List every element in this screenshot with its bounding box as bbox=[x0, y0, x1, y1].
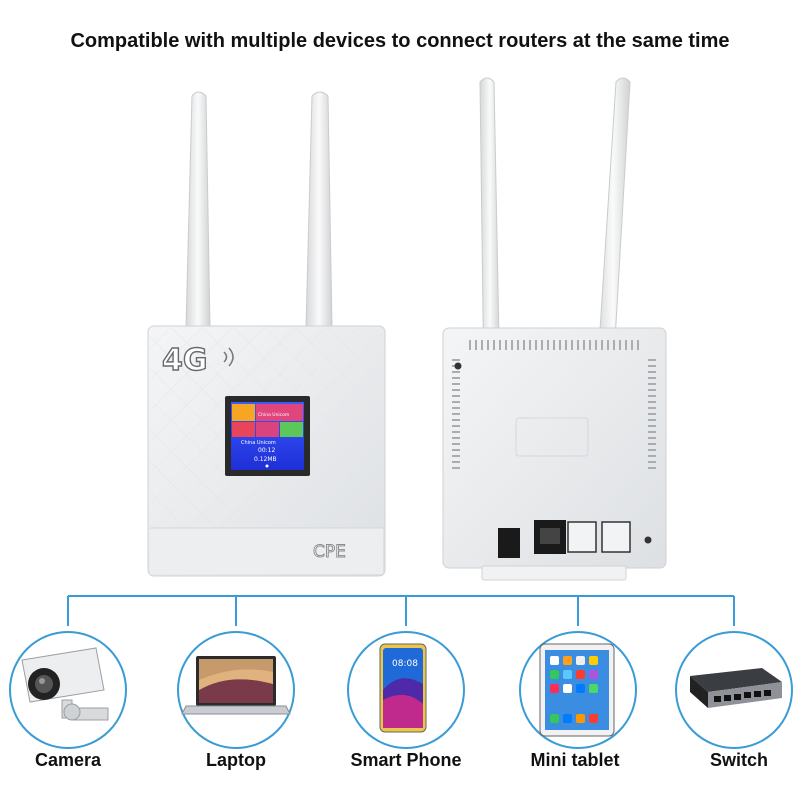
device-label-smartphone: Smart Phone bbox=[350, 750, 462, 770]
tablet-icon bbox=[539, 643, 615, 737]
svg-text:08:08: 08:08 bbox=[392, 659, 418, 669]
device-label-tablet: Mini tablet bbox=[530, 750, 620, 770]
network-switch-icon bbox=[690, 668, 782, 708]
camera-icon bbox=[21, 647, 109, 721]
lcd-data: 0.12MB bbox=[254, 456, 277, 463]
laptop-icon bbox=[181, 656, 291, 715]
headline: Compatible with multiple devices to conn… bbox=[70, 30, 730, 52]
router-brand: CPE bbox=[313, 542, 346, 562]
lcd-time: 00:12 bbox=[258, 447, 275, 454]
smartphone-icon: 08:08 bbox=[379, 643, 427, 733]
device-label-switch: Switch bbox=[709, 750, 768, 770]
router-lcd-screen: China Unicom China Unicom 00:12 0.12MB bbox=[225, 396, 310, 476]
device-label-laptop: Laptop bbox=[206, 750, 266, 770]
router-badge: 4G bbox=[162, 343, 208, 378]
connector-lines bbox=[67, 595, 735, 626]
router-back bbox=[442, 77, 667, 581]
antenna-right bbox=[305, 91, 333, 329]
router-front: 4G CPE China Unicom China Unicom 00:12 0… bbox=[147, 91, 386, 577]
lcd-operator: China Unicom bbox=[241, 440, 276, 446]
product-image: 4G CPE China Unicom China Unicom 00:12 0… bbox=[9, 77, 793, 749]
lcd-operator-top: China Unicom bbox=[258, 412, 289, 418]
antenna-left bbox=[185, 91, 211, 329]
device-label-camera: Camera bbox=[34, 750, 102, 770]
